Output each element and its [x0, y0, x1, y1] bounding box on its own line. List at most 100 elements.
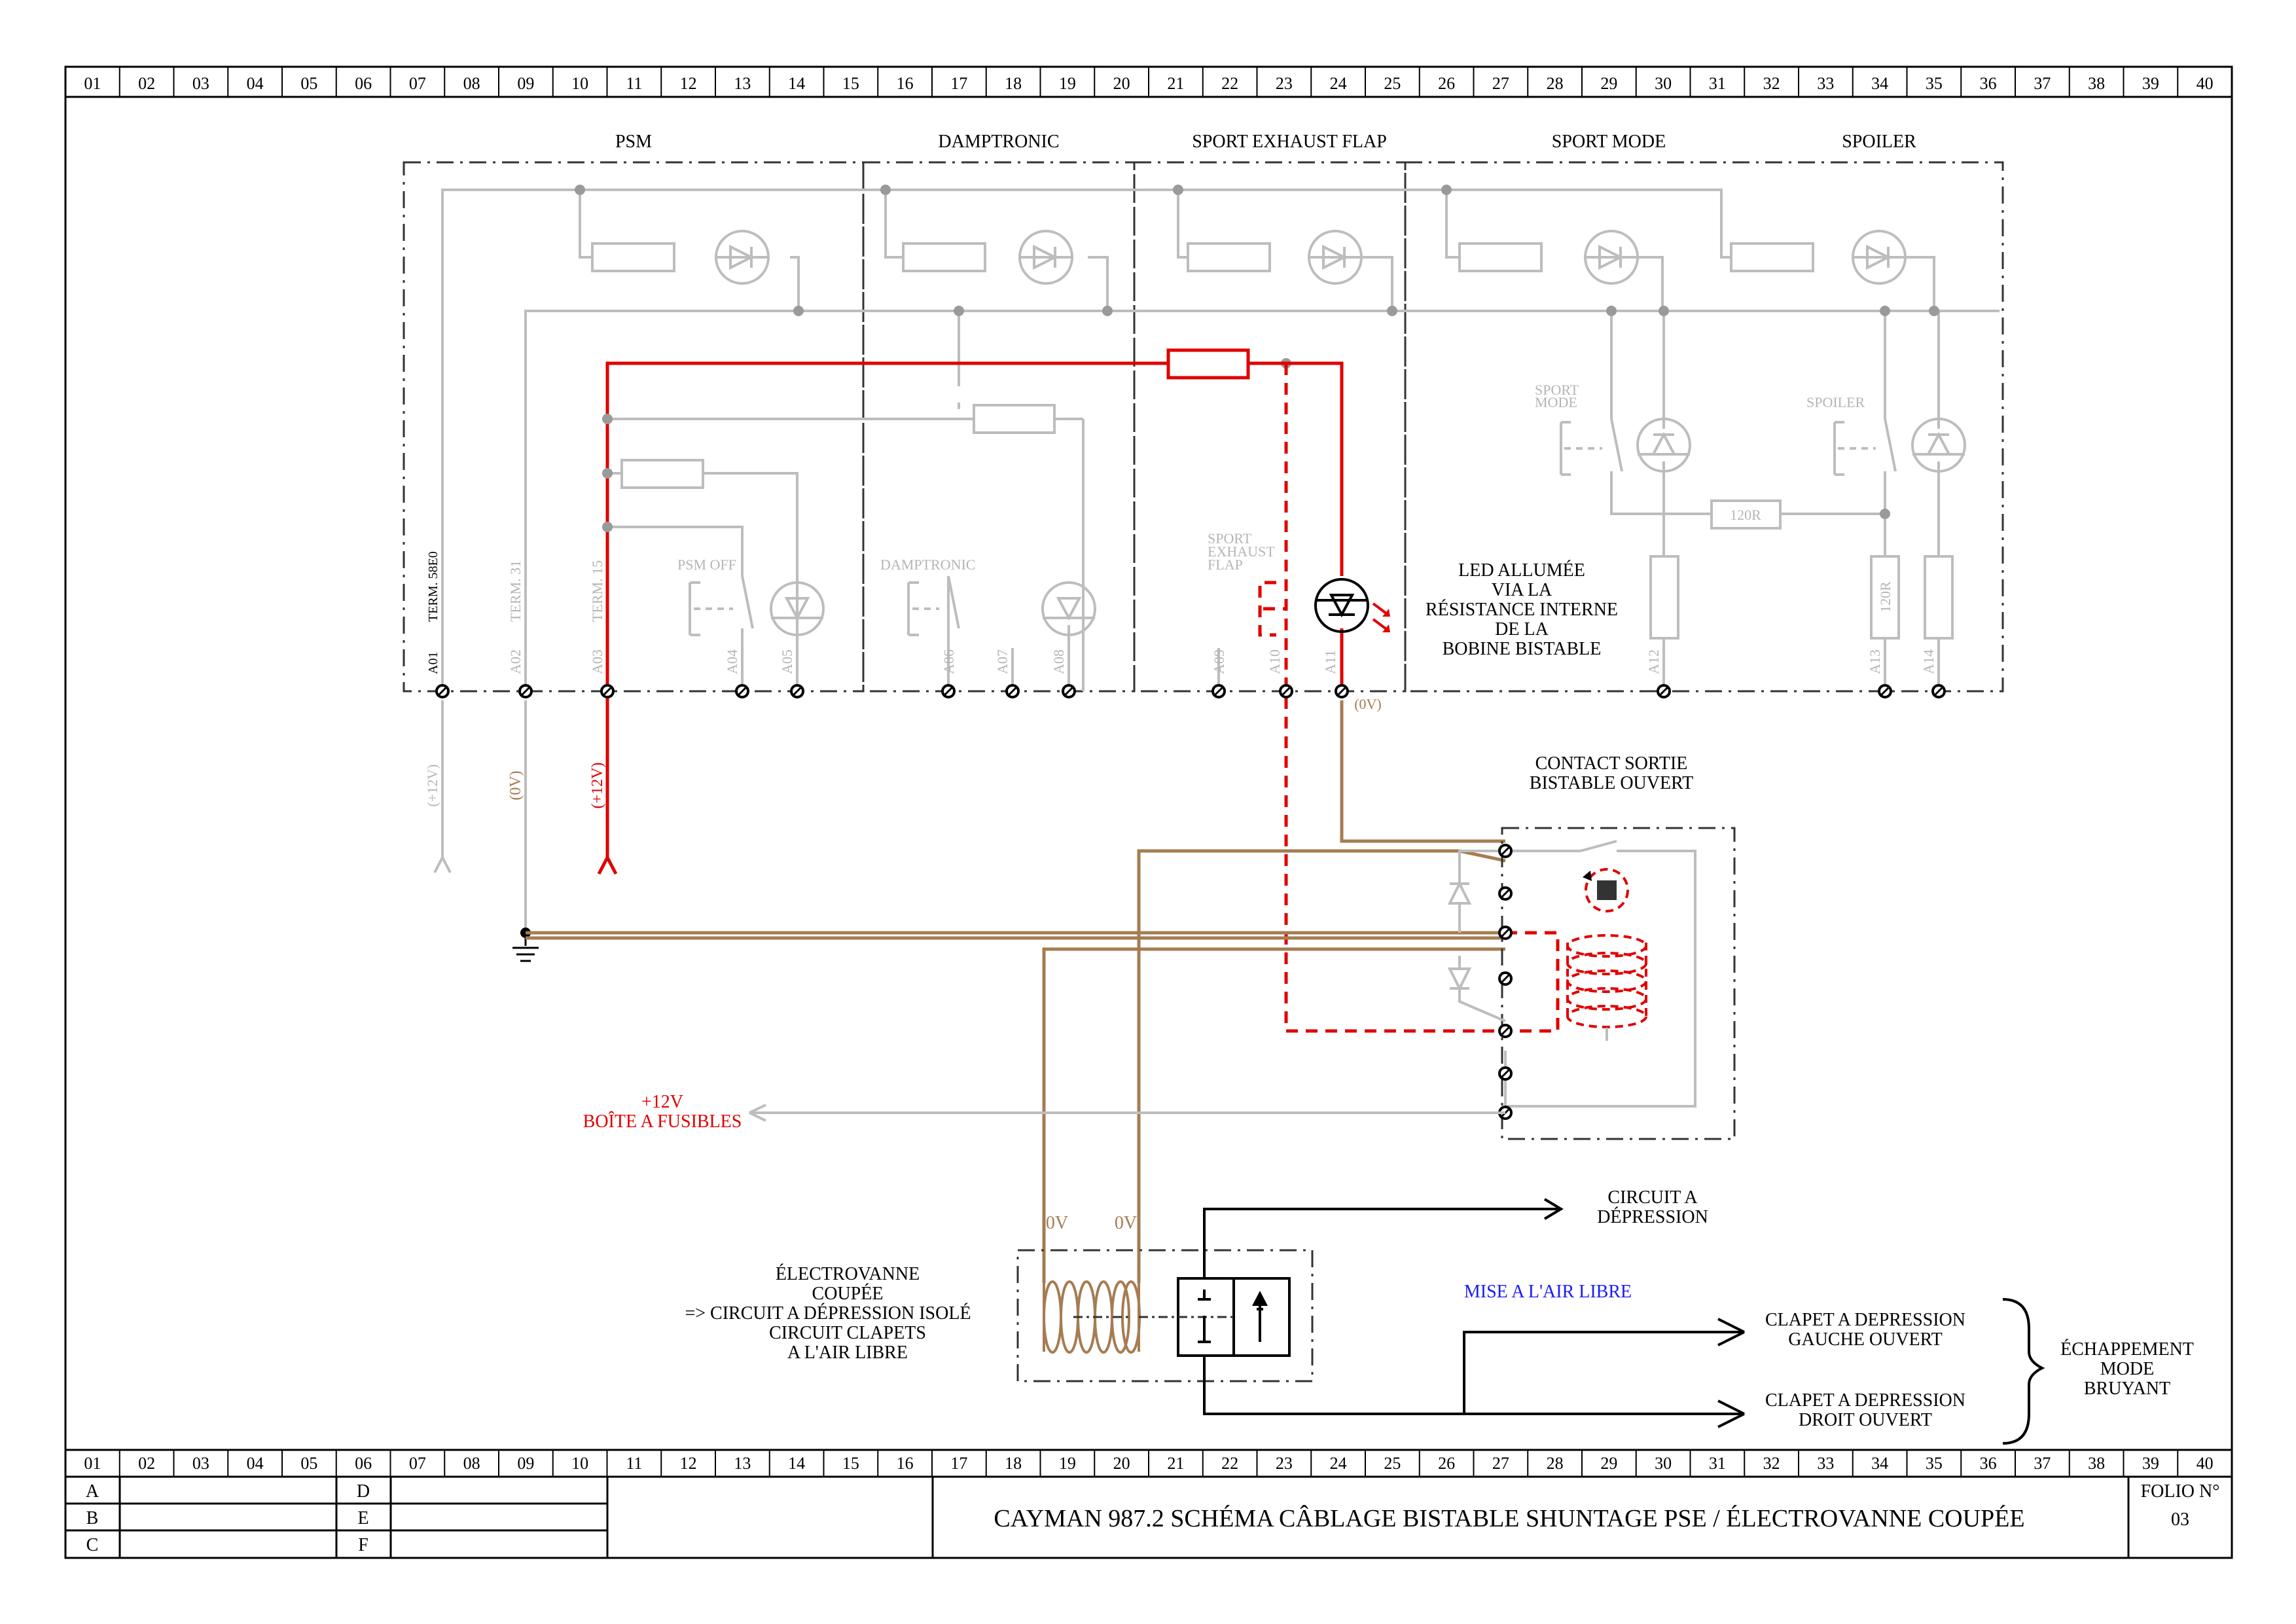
terminal-screw-slot: [791, 685, 803, 697]
top-column-label: 35: [1926, 74, 1943, 93]
label-sport-exhaust-2: EXHAUST: [1208, 543, 1275, 560]
terminal-label-a05: A05: [779, 649, 795, 674]
echappement-line3: BRUYANT: [2084, 1379, 2170, 1399]
relay-terminal-screw-slot: [1499, 1068, 1511, 1079]
inactive-internal-wiring: [441, 189, 2000, 691]
bottom-column-label: 18: [1005, 1454, 1022, 1473]
top-column-label: 16: [897, 74, 914, 93]
top-column-label: 33: [1817, 74, 1834, 93]
led-note-line4: DE LA: [1495, 619, 1549, 640]
bottom-column-label: 12: [680, 1454, 697, 1473]
led-note-line2: VIA LA: [1492, 580, 1552, 600]
relay-terminal-screw-slot: [1499, 845, 1511, 857]
top-column-label: 38: [2088, 74, 2105, 93]
top-column-label: 30: [1655, 74, 1672, 93]
bottom-column-label: 39: [2142, 1454, 2159, 1473]
top-column-label: 17: [950, 74, 967, 93]
title-block: [65, 1477, 2130, 1558]
echappement-line2: MODE: [2100, 1359, 2154, 1379]
terminal-screw-slot: [1879, 685, 1891, 697]
bottom-column-label: 08: [463, 1454, 480, 1473]
sport-mode-spoiler-module-box: [1404, 161, 2004, 693]
circuit-depression-line1: CIRCUIT A: [1607, 1187, 1698, 1208]
junction-dots: [575, 185, 1939, 532]
bottom-column-label: 21: [1167, 1454, 1184, 1473]
top-column-label: 04: [247, 74, 264, 93]
valve-label-line2: COUPÉE: [812, 1284, 884, 1304]
terminal-screw-slot: [601, 685, 613, 697]
bottom-column-label: 38: [2088, 1454, 2105, 1473]
top-column-label: 28: [1547, 74, 1564, 93]
relay-terminal-screw-slot: [1499, 1025, 1511, 1037]
bottom-column-label: 23: [1276, 1454, 1293, 1473]
bottom-column-label: 25: [1384, 1454, 1401, 1473]
relay-terminal-screw-slot: [1499, 888, 1511, 899]
terminal-label-a08: A08: [1050, 649, 1067, 674]
push-button-switches: [689, 418, 1897, 636]
top-column-label: 22: [1221, 74, 1238, 93]
section-title-spoiler: SPOILER: [1842, 132, 1916, 152]
terminal-screw-slot: [1063, 685, 1075, 697]
valve-label-line4: CIRCUIT CLAPETS: [769, 1323, 926, 1343]
resistor-120r-vertical: [1870, 555, 1900, 640]
bottom-column-label: 34: [1871, 1454, 1888, 1473]
ground-wiring: [512, 700, 1506, 1283]
drawing-title: CAYMAN 987.2 SCHÉMA CÂBLAGE BISTABLE SHU…: [994, 1505, 2024, 1532]
bottom-column-label: 14: [788, 1454, 805, 1473]
bottom-column-label: 40: [2197, 1454, 2214, 1473]
bottom-column-label: 17: [950, 1454, 967, 1473]
terminal-screw-slot: [520, 685, 531, 697]
top-column-label: 08: [463, 74, 480, 93]
bottom-column-label: 03: [192, 1454, 209, 1473]
section-title-sport-mode: SPORT MODE: [1552, 132, 1666, 152]
label-sport-mode-2: MODE: [1535, 394, 1577, 410]
top-column-label: 06: [355, 74, 372, 93]
resistor-120r-horizontal: [1710, 499, 1782, 530]
fuse-box-label-line1: +12V: [641, 1092, 683, 1112]
terminal-label-a06: A06: [941, 649, 957, 674]
label-sport-exhaust-3: FLAP: [1208, 556, 1243, 573]
top-column-label: 20: [1113, 74, 1130, 93]
echappement-line1: ÉCHAPPEMENT: [2060, 1339, 2194, 1360]
terminal-label-a07: A07: [994, 649, 1011, 674]
terminal-screw-slot: [736, 685, 748, 697]
voltage-label-12v-grey: (+12V): [424, 765, 440, 807]
pneumatic-lines: [1203, 1198, 2045, 1445]
top-column-label: 15: [842, 74, 859, 93]
bottom-column-label: 02: [138, 1454, 155, 1473]
top-column-label: 27: [1492, 74, 1509, 93]
solenoid-coil: [1043, 1280, 1141, 1354]
section-title-sport-exhaust-flap: SPORT EXHAUST FLAP: [1192, 132, 1387, 152]
bottom-column-label: 05: [300, 1454, 317, 1473]
relay-terminal-screw-slot: [1499, 927, 1511, 939]
bottom-column-label: 20: [1113, 1454, 1130, 1473]
top-column-label: 11: [626, 74, 642, 93]
voltage-label-12v-red: (+12V): [589, 763, 606, 809]
terminal-screw-slot: [1213, 685, 1225, 697]
bottom-column-label: 07: [409, 1454, 426, 1473]
bottom-column-label: 04: [247, 1454, 264, 1473]
indicator-leds: [715, 230, 1966, 636]
bottom-column-label: 16: [897, 1454, 914, 1473]
top-column-label: 01: [84, 74, 101, 93]
bottom-column-label: 26: [1438, 1454, 1455, 1473]
bottom-column-label: 10: [571, 1454, 588, 1473]
bottom-column-label: 29: [1600, 1454, 1617, 1473]
top-column-label: 37: [2034, 74, 2051, 93]
row-f: F: [358, 1535, 368, 1555]
top-column-label: 29: [1600, 74, 1617, 93]
folio-label: FOLIO N°: [2141, 1481, 2220, 1502]
clapet-gauche-line1: CLAPET A DEPRESSION: [1765, 1310, 1965, 1330]
terminal-label-a14: A14: [1920, 649, 1937, 674]
bottom-column-label: 27: [1492, 1454, 1509, 1473]
terminal-screw-slot: [1933, 685, 1945, 697]
relay-terminal-screw-slot: [1499, 973, 1511, 984]
bottom-column-label: 22: [1221, 1454, 1238, 1473]
valve-symbol: [1139, 1277, 1291, 1357]
led-note-line5: BOBINE BISTABLE: [1443, 639, 1602, 659]
top-column-label: 07: [409, 74, 426, 93]
top-column-label: 23: [1276, 74, 1293, 93]
top-column-label: 34: [1871, 74, 1888, 93]
top-column-label: 32: [1763, 74, 1780, 93]
